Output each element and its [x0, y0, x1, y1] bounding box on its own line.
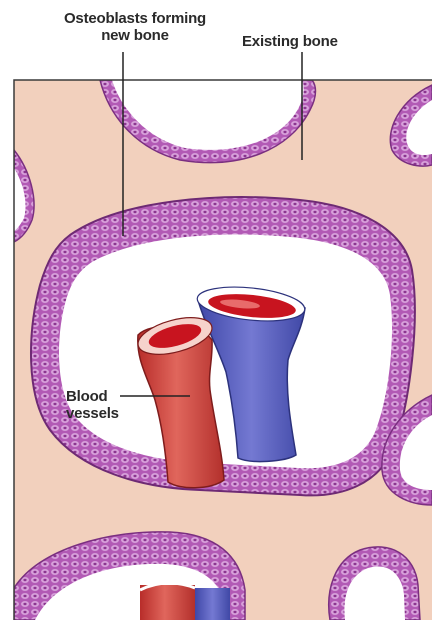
bottom-blood-vessels	[140, 583, 230, 620]
osteoblasts-label-line1: Osteoblasts forming	[40, 10, 230, 27]
existing-bone-label: Existing bone	[242, 33, 338, 50]
blood-vessels-label: Blood vessels	[66, 388, 119, 422]
osteoblasts-label: Osteoblasts forming new bone	[40, 10, 230, 44]
blood-vessels-label-line1: Blood	[66, 388, 119, 405]
blood-vessels-label-line2: vessels	[66, 405, 119, 422]
osteoblasts-label-line2: new bone	[40, 27, 230, 44]
